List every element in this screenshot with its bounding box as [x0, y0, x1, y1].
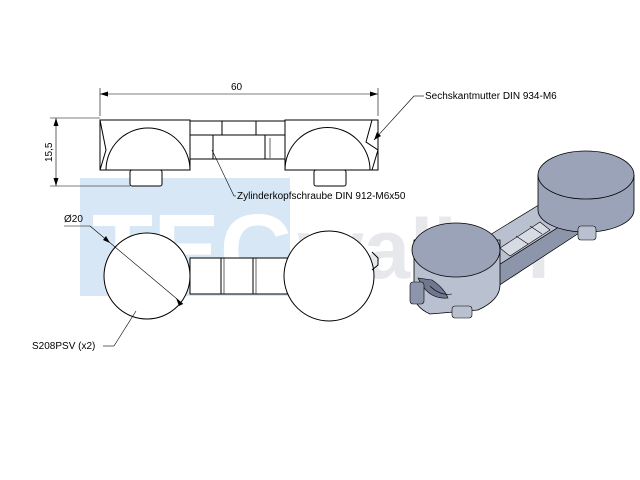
isometric-render	[409, 150, 635, 319]
right-cylinder-top	[537, 150, 635, 200]
hex-nut-label: Sechskantmutter DIN 934-M6	[425, 91, 557, 102]
screw-top-body	[189, 257, 289, 295]
height-dimension-value: 15,5	[44, 142, 55, 162]
nut-side-edge	[371, 251, 379, 271]
right-disc	[283, 230, 375, 322]
cap-screw-label: Zylinderkopfschraube DIN 912-M6x50	[237, 191, 406, 202]
left-cylinder-top	[411, 222, 501, 278]
right-block-dome	[284, 127, 371, 171]
front-view: 60 15,5 Sechskantmutter DIN 934-M6 Zylin…	[44, 82, 557, 202]
screw-upper-body	[189, 120, 286, 136]
hex-nut-edge	[365, 119, 379, 171]
top-view: Ø20 S208PSV (x2)	[32, 214, 379, 352]
width-dimension-value: 60	[231, 82, 243, 93]
left-disc	[103, 232, 191, 320]
part-ref-label: S208PSV (x2)	[32, 341, 95, 352]
left-foot	[129, 169, 163, 187]
left-block-outline	[99, 119, 191, 171]
screw-lower-body	[189, 134, 286, 160]
diameter-value: Ø20	[64, 214, 83, 225]
right-foot	[313, 169, 347, 187]
left-block-dome	[105, 127, 191, 171]
